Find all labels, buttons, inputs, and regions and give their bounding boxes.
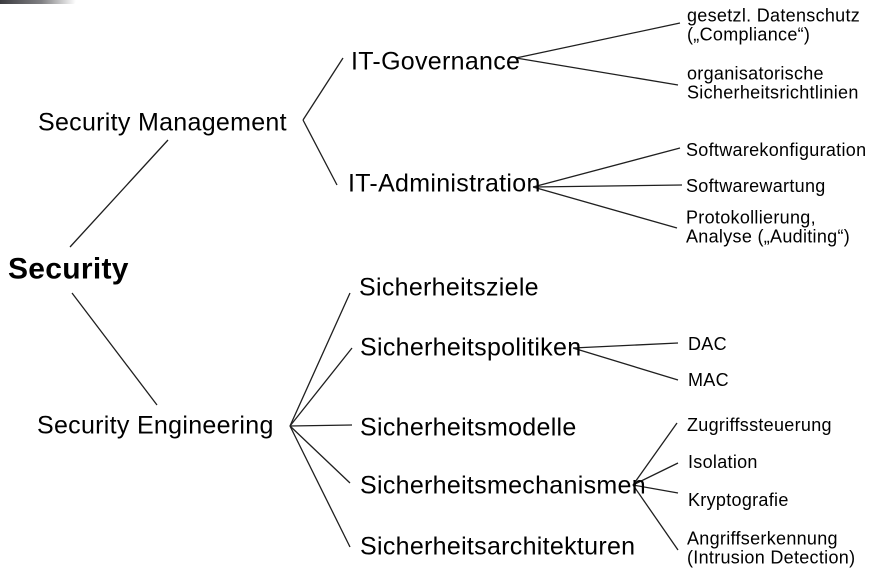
scan-artifact-top-left <box>0 0 76 4</box>
node-security-engineering: Security Engineering <box>37 411 274 440</box>
edge-it-governance--organisatorische-richtlinien <box>515 57 679 86</box>
node-security: Security <box>8 252 129 286</box>
node-sicherheitsmechanismen: Sicherheitsmechanismen <box>360 471 646 500</box>
edge-it-administration--softwarekonfiguration <box>532 147 681 188</box>
edge-sicherheitsmechanismen--zugriffssteuerung <box>632 422 678 486</box>
edge-security-management--it-governance <box>302 57 344 121</box>
node-sicherheitspolitiken: Sicherheitspolitiken <box>360 333 582 362</box>
node-it-administration: IT-Administration <box>348 169 541 198</box>
node-sicherheitsarchitekturen: Sicherheitsarchitekturen <box>360 532 636 561</box>
edge-security-engineering--sicherheitsziele <box>289 292 351 427</box>
node-zugriffssteuerung: Zugriffssteuerung <box>687 414 832 435</box>
node-it-governance: IT-Governance <box>351 47 521 76</box>
node-softwarekonfiguration: Softwarekonfiguration <box>686 139 867 160</box>
edge-sicherheitsmechanismen--kryptografie <box>632 484 679 494</box>
node-dac: DAC <box>688 333 727 354</box>
node-gesetzl-datenschutz: gesetzl. Datenschutz („Compliance“) <box>687 5 861 44</box>
edge-security-engineering--sicherheitsmechanismen <box>289 425 351 484</box>
node-protokollierung: Protokollierung, Analyse („Auditing“) <box>686 207 851 246</box>
node-kryptografie: Kryptografie <box>688 489 789 510</box>
edge-it-administration--protokollierung <box>532 186 678 229</box>
edge-security-engineering--sicherheitspolitiken <box>289 347 353 427</box>
node-sicherheitsmodelle: Sicherheitsmodelle <box>360 413 577 442</box>
node-mac: MAC <box>688 369 729 390</box>
edge-it-governance--gesetzl-datenschutz <box>515 22 681 59</box>
edge-security-engineering--sicherheitsarchitekturen <box>289 425 351 548</box>
node-angriffserkennung: Angriffserkennung (Intrusion Detection) <box>687 528 856 567</box>
node-organisatorische-richtlinien: organisatorische Sicherheitsrichtlinien <box>687 63 859 102</box>
edge-sicherheitsmechanismen--angriffserkennung <box>632 484 679 551</box>
edge-sicherheitspolitiken--dac <box>572 342 679 349</box>
node-isolation: Isolation <box>688 451 758 472</box>
edge-security-engineering--sicherheitsmodelle <box>289 424 353 427</box>
edge-security-management--it-administration <box>302 119 338 186</box>
edge-sicherheitspolitiken--mac <box>572 347 679 381</box>
edge-it-administration--softwarewartung <box>532 184 683 188</box>
edge-sicherheitsmechanismen--isolation <box>632 462 679 486</box>
node-sicherheitsziele: Sicherheitsziele <box>359 273 539 302</box>
edge-security--security-management <box>69 139 169 248</box>
edge-security--security-engineering <box>71 292 158 406</box>
node-softwarewartung: Softwarewartung <box>686 175 826 196</box>
node-security-management: Security Management <box>38 108 287 137</box>
